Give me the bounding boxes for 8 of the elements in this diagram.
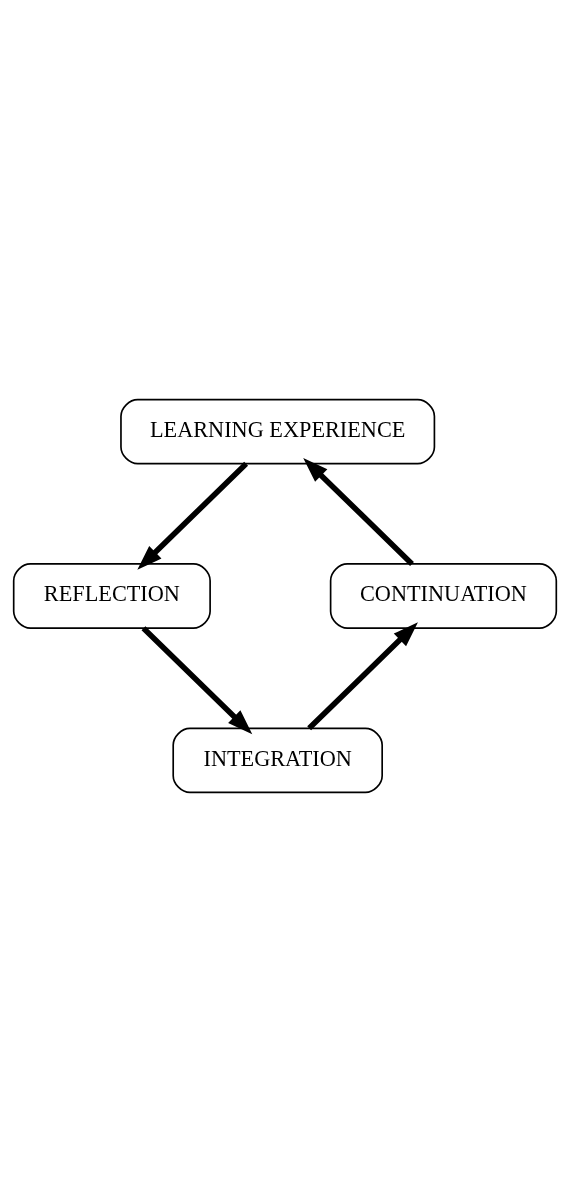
node-box: REFLECTION <box>12 563 211 629</box>
arrow <box>307 622 418 731</box>
arrow <box>141 626 253 735</box>
node-box: LEARNING EXPERIENCE <box>120 398 436 465</box>
arrow <box>303 457 414 566</box>
node-box: CONTINUATION <box>329 563 558 629</box>
node-box: INTEGRATION <box>172 727 383 794</box>
arrow <box>137 461 249 570</box>
